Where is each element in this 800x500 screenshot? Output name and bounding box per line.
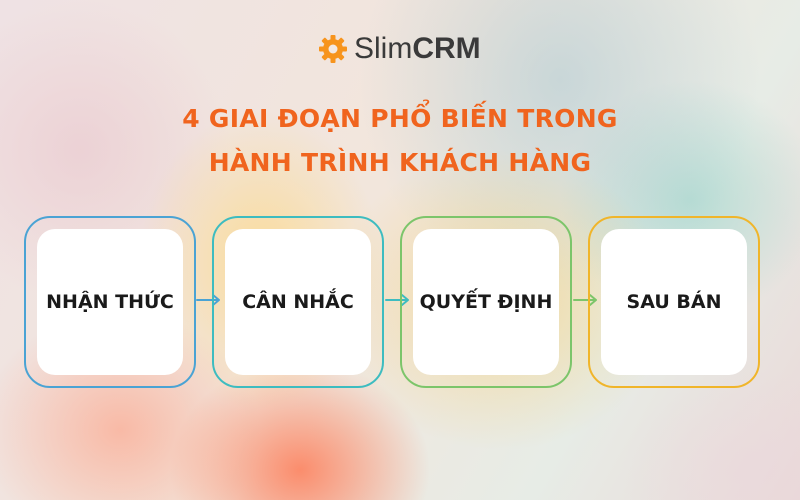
arrow-right-icon [196, 294, 220, 306]
title-line-1: 4 GIAI ĐOẠN PHỔ BIẾN TRONG [182, 104, 618, 133]
stage-card: QUYẾT ĐỊNH [413, 229, 559, 375]
stage-card: NHẬN THỨC [37, 229, 183, 375]
stage-label: SAU BÁN [626, 291, 722, 313]
stage-label: NHẬN THỨC [46, 291, 174, 313]
stage-decision: QUYẾT ĐỊNH [400, 216, 572, 388]
stage-card: SAU BÁN [601, 229, 747, 375]
stage-consideration: CÂN NHẮC [212, 216, 384, 388]
stage-label: QUYẾT ĐỊNH [419, 291, 553, 313]
brand-name-light: Slim [354, 32, 413, 65]
stage-label: CÂN NHẮC [242, 291, 354, 313]
stage-awareness: NHẬN THỨC [24, 216, 196, 388]
title-line-2: HÀNH TRÌNH KHÁCH HÀNG [208, 148, 592, 177]
slimcrm-logo: SlimCRM [318, 32, 481, 66]
stage-after-sale: SAU BÁN [588, 216, 760, 388]
stage-card: CÂN NHẮC [225, 229, 371, 375]
gear-icon [319, 35, 347, 63]
arrow-right-icon [573, 294, 597, 306]
arrow-right-icon [385, 294, 409, 306]
brand-name-bold: CRM [412, 32, 481, 65]
brand-name: SlimCRM [354, 32, 481, 66]
